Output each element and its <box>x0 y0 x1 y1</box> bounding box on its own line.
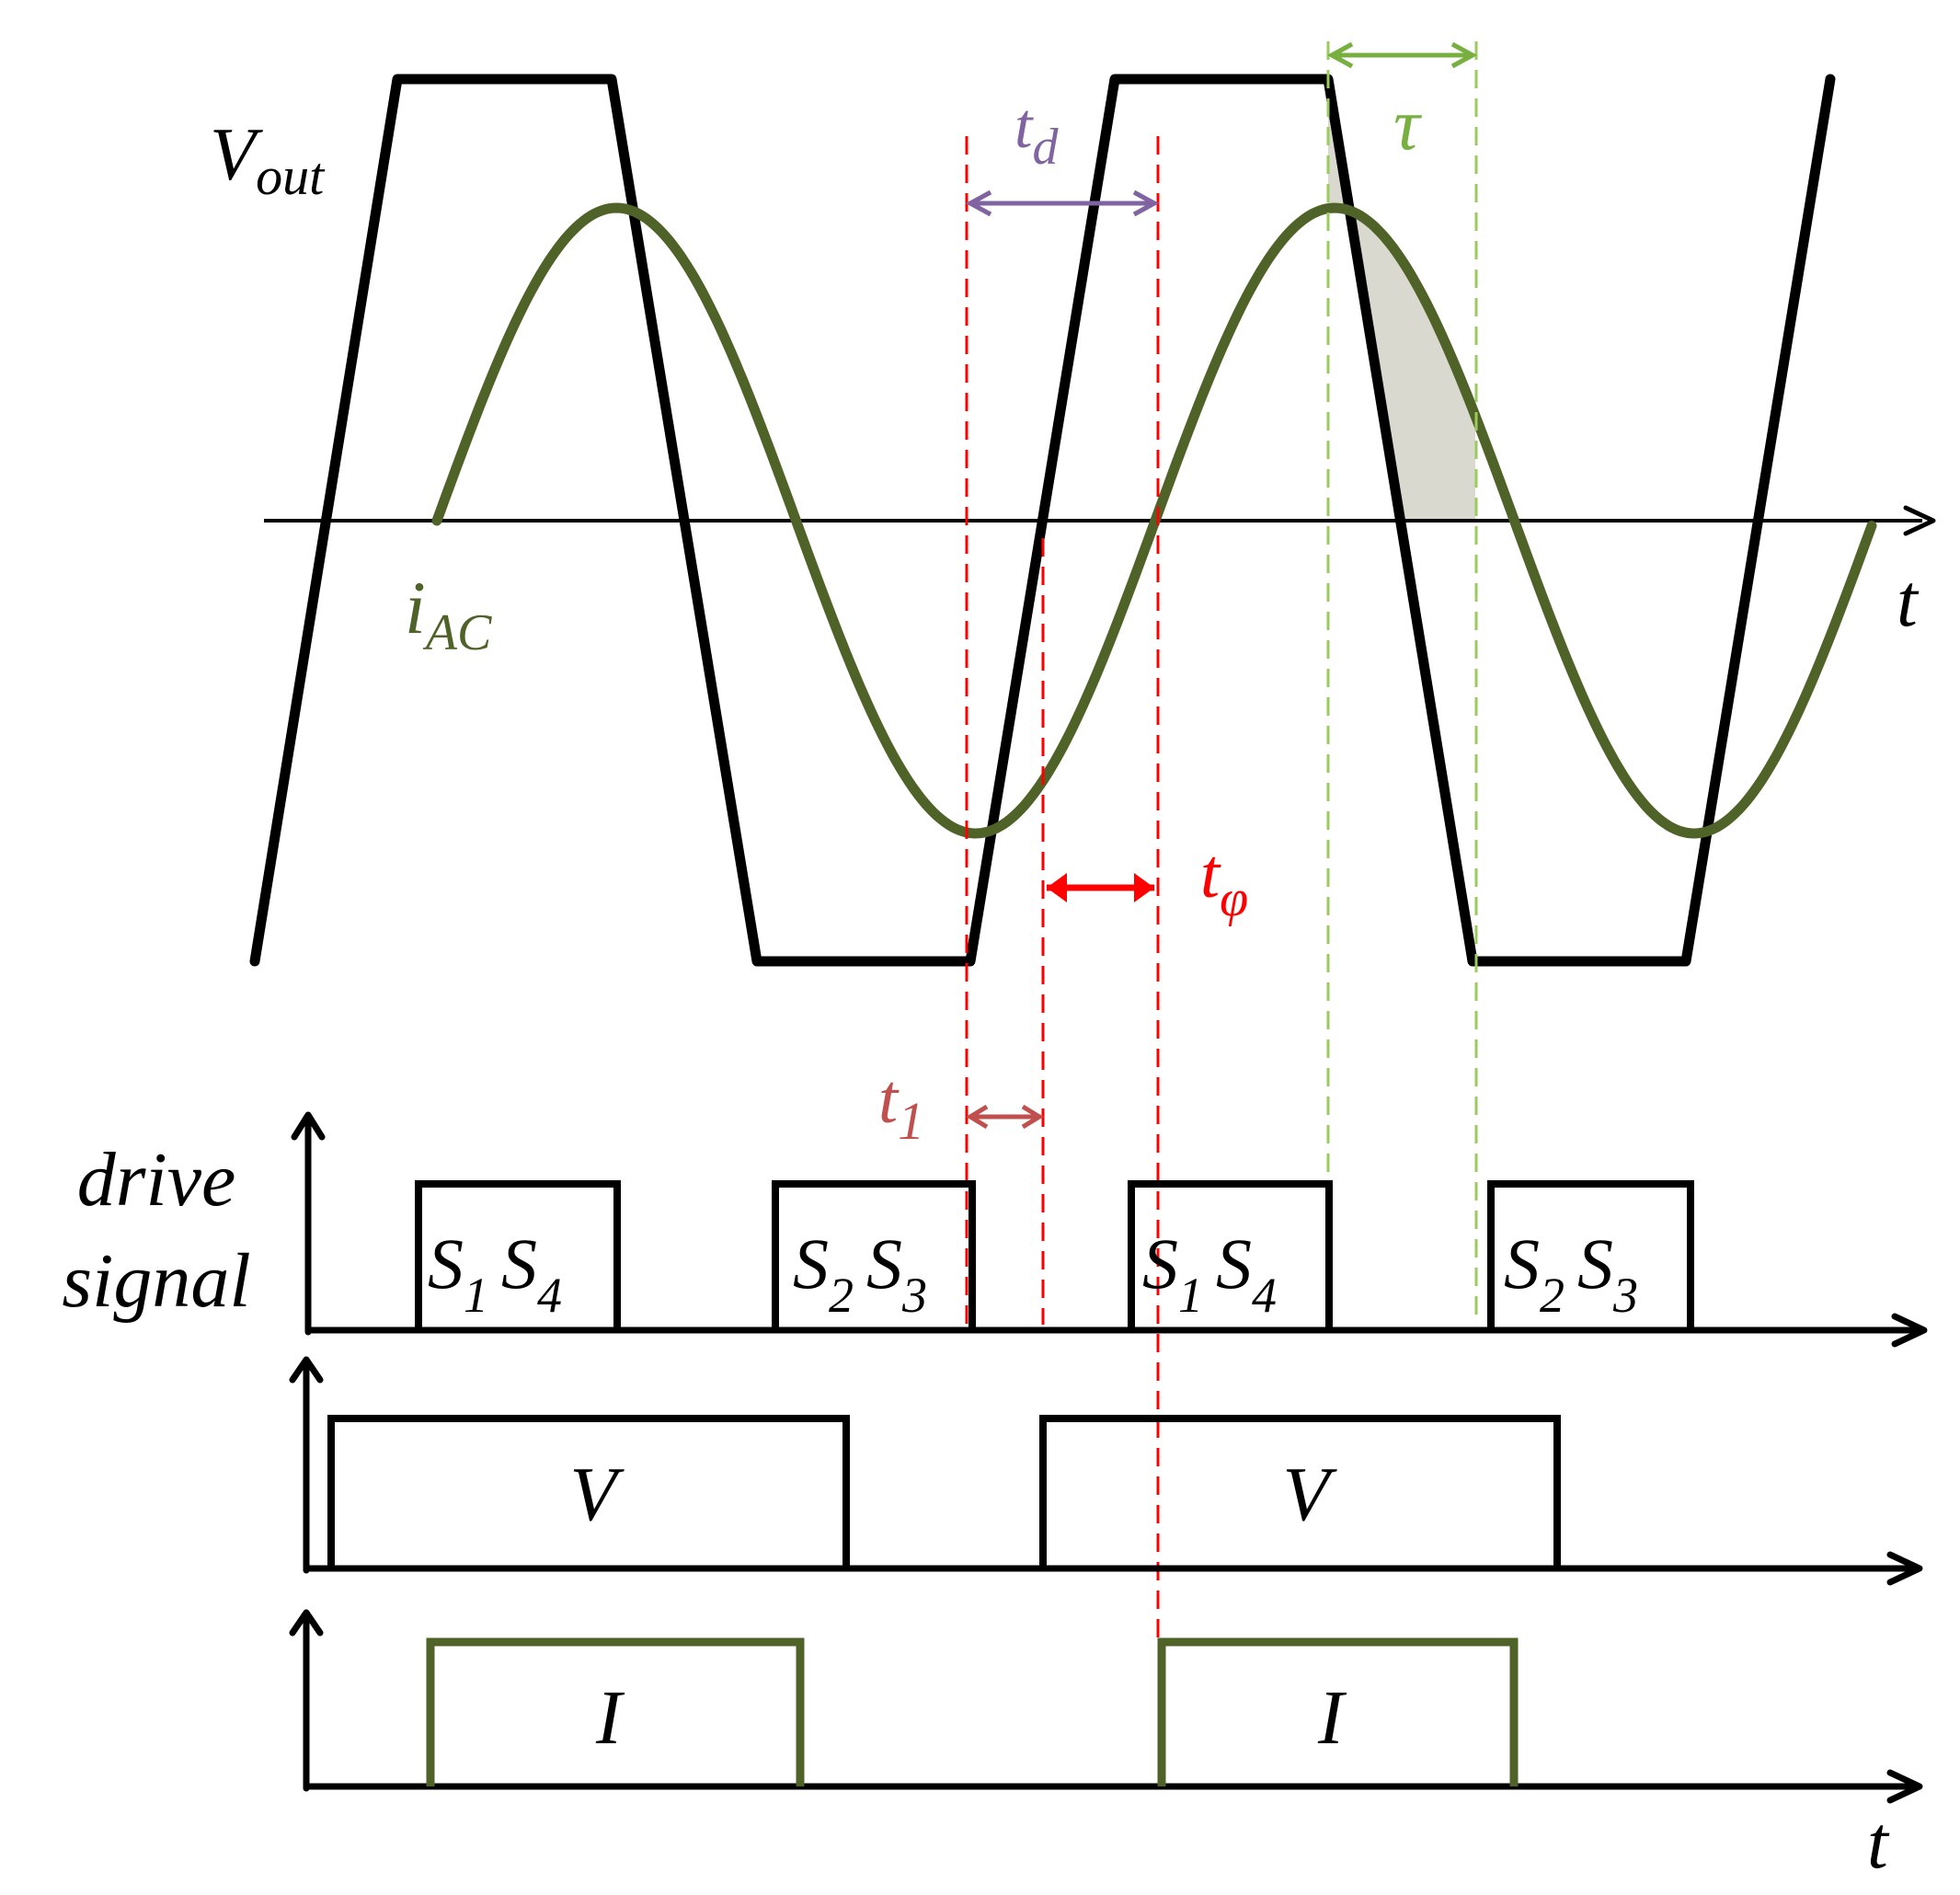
td-label: td <box>1014 91 1059 176</box>
tphi-arrow-right-head <box>1134 873 1154 902</box>
drive-panel-y-arrowhead <box>291 1111 326 1141</box>
v-pulse-b <box>1039 1415 1561 1568</box>
i-pulse-label-b: I <box>1317 1675 1347 1761</box>
drive-pulse-s2s3-b <box>1487 1180 1694 1330</box>
top-time-axis-arrowhead <box>1903 505 1936 536</box>
v-pulse-a <box>327 1415 850 1568</box>
drive-pulse-s1s4-b <box>1128 1180 1333 1330</box>
vout-label: Vout <box>210 112 326 206</box>
v-panel-x-arrowhead <box>1886 1551 1923 1586</box>
i-panel-y-arrowhead <box>289 1609 324 1637</box>
drive-signal-label-line2: signal <box>62 1238 250 1324</box>
v-pulse-label-b: V <box>1282 1452 1337 1537</box>
td-arrow-right-head <box>1132 190 1160 217</box>
tau-arrow-right-head <box>1450 41 1478 69</box>
v-panel-y-arrowhead <box>289 1356 324 1384</box>
t1-arrow-right-head <box>1021 1104 1044 1130</box>
bottom-axis-t-label: t <box>1867 1800 1890 1884</box>
v-pulse-label-a: V <box>569 1452 625 1537</box>
i-pulse-b <box>1157 1637 1519 1786</box>
i-pulse-label-a: I <box>595 1675 625 1761</box>
i-pulse-a <box>426 1637 805 1786</box>
t1-arrow-left-head <box>966 1104 989 1130</box>
tphi-arrow-left-head <box>1047 873 1067 902</box>
drive-signal-label-line1: drive <box>77 1137 236 1223</box>
iac-label: iAC <box>405 566 492 661</box>
shaded-region <box>1328 79 1475 521</box>
tau-label: τ <box>1393 85 1423 166</box>
iac-waveform <box>431 202 1877 839</box>
top-axis-t-label: t <box>1897 558 1920 642</box>
td-arrow-left-head <box>965 190 992 217</box>
i-panel-x-arrowhead <box>1886 1769 1923 1804</box>
drive-panel-x-arrowhead <box>1891 1313 1928 1348</box>
drive-pulse-s1s4-a <box>415 1180 621 1330</box>
tau-arrow-left-head <box>1326 41 1354 69</box>
drive-pulse-s2s3-a <box>772 1180 976 1330</box>
t1-label: t1 <box>878 1061 924 1151</box>
tphi-label: tφ <box>1200 835 1248 927</box>
vout-waveform <box>249 74 1836 967</box>
